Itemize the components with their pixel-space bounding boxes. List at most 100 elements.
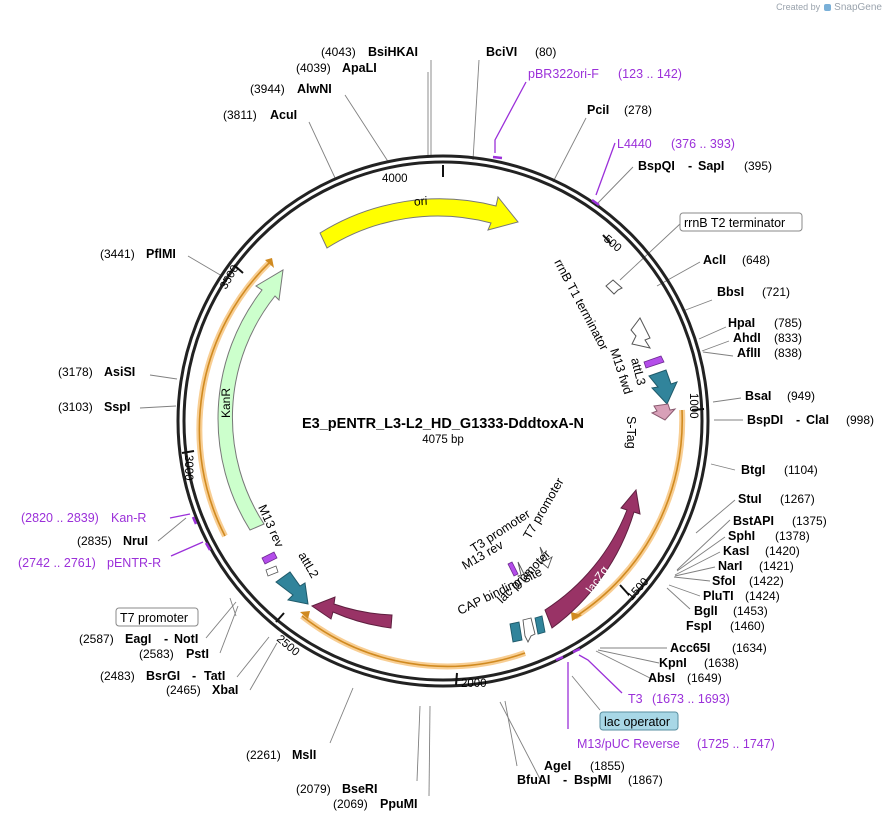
- enzyme-position: (1855): [590, 759, 625, 773]
- m13-rev-feature-b[interactable]: [261, 551, 278, 565]
- enzyme-name[interactable]: StuI: [738, 492, 762, 506]
- primer-name[interactable]: pENTR-R: [107, 556, 161, 570]
- enzyme-name[interactable]: Acc65I: [670, 641, 710, 655]
- enzyme-position: (648): [742, 253, 770, 267]
- enzyme-name[interactable]: BsiHKAI: [368, 45, 418, 59]
- rrnb-t1-terminator-arrow[interactable]: [630, 317, 652, 349]
- enzyme-name[interactable]: AbsI: [648, 671, 675, 685]
- s-tag-feature-arrow[interactable]: [650, 403, 677, 421]
- enzyme-name[interactable]: NarI: [718, 559, 742, 573]
- enzyme-name[interactable]: BbsI: [717, 285, 744, 299]
- attl2-feature-arrow[interactable]: [275, 571, 309, 605]
- enzyme-position: (1375): [792, 514, 827, 528]
- enzyme-name[interactable]: PluTI: [703, 589, 734, 603]
- m13-fwd-feature[interactable]: [643, 355, 665, 369]
- enzyme-name[interactable]: NruI: [123, 534, 148, 548]
- enzyme-position: (2583): [139, 647, 174, 661]
- enzyme-name[interactable]: MslI: [292, 748, 316, 762]
- enzyme-position: (3944): [250, 82, 285, 96]
- m13-fwd-label: M13 fwd: [607, 347, 635, 396]
- primer-marks: [191, 155, 600, 662]
- enzyme-name[interactable]: AsiSI: [104, 365, 135, 379]
- primer-name[interactable]: Kan-R: [111, 511, 146, 525]
- cap-binding-site-feature[interactable]: [509, 621, 523, 643]
- snapgene-watermark: Created by SnapGene: [776, 2, 882, 13]
- lac-operator-box: [599, 711, 679, 731]
- enzyme-separator: -: [563, 773, 567, 787]
- primer-range: (123 .. 142): [618, 67, 682, 81]
- tick-label: 2500: [274, 633, 301, 659]
- primer-range: (2820 .. 2839): [21, 511, 99, 525]
- enzyme-name[interactable]: SphI: [728, 529, 755, 543]
- tick-label: 3000: [182, 455, 194, 481]
- ori-feature-arrow[interactable]: [319, 195, 519, 249]
- t3-promoter-feature[interactable]: [517, 561, 530, 583]
- enzyme-name[interactable]: BfuAI: [517, 773, 550, 787]
- enzyme-name[interactable]: KpnI: [659, 656, 687, 670]
- enzyme-name[interactable]: KasI: [723, 544, 749, 558]
- enzyme-name[interactable]: PciI: [587, 103, 609, 117]
- enzyme-name[interactable]: AflII: [737, 346, 761, 360]
- kanr-feature-arrow[interactable]: [217, 269, 284, 531]
- enzyme-name-2[interactable]: ClaI: [806, 413, 829, 427]
- primer-name[interactable]: M13/pUC Reverse: [577, 737, 680, 751]
- enzyme-position: (949): [787, 389, 815, 403]
- enzyme-name[interactable]: AlwNI: [297, 82, 332, 96]
- enzyme-position: (2587): [79, 632, 114, 646]
- enzyme-name-2[interactable]: BspMI: [574, 773, 612, 787]
- enzyme-name[interactable]: BstAPI: [733, 514, 774, 528]
- enzyme-position: (721): [762, 285, 790, 299]
- rrnb-t2-terminator-box: [679, 212, 803, 232]
- plasmid-length: 4075 bp: [422, 434, 464, 446]
- enzyme-name[interactable]: BspQI: [638, 159, 675, 173]
- enzyme-position: (4043): [321, 45, 356, 59]
- enzyme-name-2[interactable]: NotI: [174, 632, 198, 646]
- enzyme-name[interactable]: PflMI: [146, 247, 176, 261]
- enzyme-name[interactable]: BglI: [694, 604, 718, 618]
- enzyme-position: (1649): [687, 671, 722, 685]
- enzyme-position: (833): [774, 331, 802, 345]
- primer-name[interactable]: T3: [628, 692, 643, 706]
- t7-promoter-feature[interactable]: [539, 546, 553, 569]
- gene-band-lines: [198, 261, 684, 668]
- primer-labels: pBR322ori-F (123 .. 142) L4440 (376 .. 3…: [18, 67, 775, 751]
- enzyme-name[interactable]: EagI: [125, 632, 151, 646]
- primer-name[interactable]: L4440: [617, 137, 652, 151]
- watermark-created-by: Created by: [776, 2, 821, 12]
- enzyme-name[interactable]: PstI: [186, 647, 209, 661]
- lacz-alpha-feature-arrow[interactable]: [544, 488, 641, 629]
- attl3-feature-arrow[interactable]: [648, 369, 678, 405]
- lac-operator-feature[interactable]: [534, 615, 546, 635]
- enzyme-name-2[interactable]: SapI: [698, 159, 724, 173]
- enzyme-name[interactable]: BsaI: [745, 389, 771, 403]
- enzyme-position: (2069): [333, 797, 368, 811]
- enzyme-name[interactable]: AhdI: [733, 331, 761, 345]
- enzyme-name[interactable]: HpaI: [728, 316, 755, 330]
- ugi-feature-arrow[interactable]: [310, 596, 393, 629]
- lac-promoter-label: lac promoter: [494, 547, 553, 606]
- enzyme-name[interactable]: BseRI: [342, 782, 377, 796]
- m13-rev-feature-a[interactable]: [507, 561, 519, 577]
- primer-name[interactable]: pBR322ori-F: [528, 67, 599, 81]
- enzyme-name[interactable]: BciVI: [486, 45, 517, 59]
- enzyme-name[interactable]: FspI: [686, 619, 712, 633]
- t7-promoter-small-feature[interactable]: [265, 565, 279, 577]
- rrnb-t2-terminator-arrow[interactable]: [605, 279, 623, 295]
- enzyme-name[interactable]: PpuMI: [380, 797, 418, 811]
- enzyme-name[interactable]: AclI: [703, 253, 726, 267]
- lac-promoter-feature[interactable]: [522, 617, 536, 644]
- enzyme-name[interactable]: BsrGI: [146, 669, 180, 683]
- enzyme-name[interactable]: BspDI: [747, 413, 783, 427]
- enzyme-separator: -: [192, 669, 196, 683]
- enzyme-name[interactable]: SspI: [104, 400, 130, 414]
- enzyme-name[interactable]: AcuI: [270, 108, 297, 122]
- enzyme-name[interactable]: XbaI: [212, 683, 238, 697]
- enzyme-name[interactable]: BtgI: [741, 463, 765, 477]
- enzyme-name[interactable]: AgeI: [544, 759, 571, 773]
- enzyme-name-2[interactable]: TatI: [204, 669, 225, 683]
- enzyme-name[interactable]: SfoI: [712, 574, 736, 588]
- backbone-inner-ring: [182, 160, 704, 682]
- enzyme-name[interactable]: ApaLI: [342, 61, 377, 75]
- ori-label: ori: [413, 194, 427, 209]
- kanr-label: KanR: [219, 388, 233, 418]
